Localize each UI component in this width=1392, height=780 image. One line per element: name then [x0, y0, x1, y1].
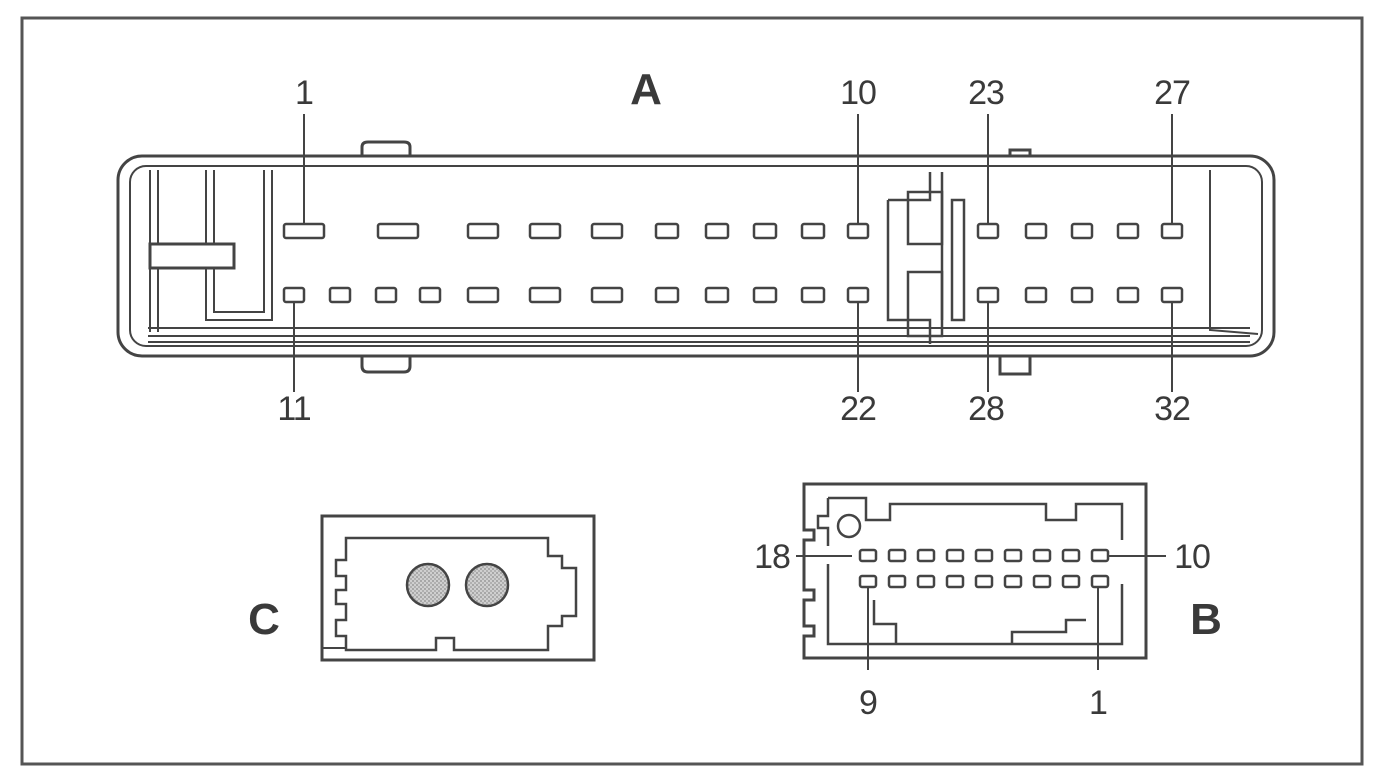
- terminal-b-16: [916, 548, 936, 563]
- terminal-b-4: [1003, 574, 1023, 589]
- terminal-a-27: [1160, 222, 1184, 240]
- terminal-a-3: [466, 222, 500, 240]
- pin-label-b-9: 9: [859, 684, 877, 722]
- pin-label-22: 22: [840, 390, 876, 428]
- terminal-b-3: [1032, 574, 1052, 589]
- connector-b-terminals: [858, 548, 1110, 589]
- terminal-a-11: [282, 286, 306, 304]
- terminal-a-6: [654, 222, 680, 240]
- terminal-a-2: [376, 222, 420, 240]
- pin-label-27: 27: [1154, 74, 1190, 112]
- terminal-a-18: [654, 286, 680, 304]
- connector-a-label: A: [630, 65, 662, 114]
- pin-label-b-1: 1: [1089, 684, 1107, 722]
- connector-c-label: C: [248, 595, 280, 644]
- connector-a: A 1 10 23 27 11 22 28 32: [116, 65, 1276, 428]
- terminal-b-11: [1061, 548, 1081, 563]
- terminal-a-8: [752, 222, 778, 240]
- terminal-c-2: [464, 562, 510, 608]
- terminal-a-1: [282, 222, 326, 240]
- terminal-a-5: [590, 222, 624, 240]
- terminal-a-30: [1070, 286, 1094, 304]
- terminal-a-20: [752, 286, 778, 304]
- terminal-b-2: [1061, 574, 1081, 589]
- terminal-a-19: [704, 286, 730, 304]
- terminal-a-22: [846, 286, 870, 304]
- terminal-b-13: [1003, 548, 1023, 563]
- terminal-c-1: [405, 562, 451, 608]
- terminal-a-16: [528, 286, 562, 304]
- terminal-b-9: [858, 574, 878, 589]
- terminal-a-10: [846, 222, 870, 240]
- terminal-a-7: [704, 222, 730, 240]
- pin-label-11: 11: [277, 390, 310, 428]
- terminal-b-7: [916, 574, 936, 589]
- connector-b-label: B: [1190, 595, 1222, 644]
- terminal-b-12: [1032, 548, 1052, 563]
- terminal-a-28: [976, 286, 1000, 304]
- terminal-b-17: [887, 548, 907, 563]
- terminal-b-8: [887, 574, 907, 589]
- terminal-a-17: [590, 286, 624, 304]
- terminal-a-24: [1024, 222, 1048, 240]
- terminal-b-14: [974, 548, 994, 563]
- terminal-a-4: [528, 222, 562, 240]
- pin-label-b-18: 18: [754, 538, 790, 576]
- terminal-a-25: [1070, 222, 1094, 240]
- pin-label-1: 1: [295, 74, 313, 112]
- terminal-b-15: [945, 548, 965, 563]
- pin-label-23: 23: [968, 74, 1004, 112]
- terminal-a-15: [466, 286, 500, 304]
- connector-a-terminals: [282, 222, 1184, 304]
- pin-label-10: 10: [840, 74, 876, 112]
- terminal-b-5: [974, 574, 994, 589]
- terminal-b-10: [1090, 548, 1110, 563]
- terminal-a-32: [1160, 286, 1184, 304]
- terminal-b-1: [1090, 574, 1110, 589]
- terminal-a-26: [1116, 222, 1140, 240]
- terminal-a-23: [976, 222, 1000, 240]
- connector-b: B 18 10 9 1: [754, 482, 1222, 722]
- terminal-a-12: [328, 286, 352, 304]
- terminal-a-14: [418, 286, 442, 304]
- pin-label-32: 32: [1154, 390, 1190, 428]
- terminal-a-21: [800, 286, 826, 304]
- diagram-frame: [20, 16, 1364, 766]
- connector-c: C: [248, 514, 596, 662]
- pin-label-b-10: 10: [1174, 538, 1210, 576]
- terminal-b-18: [858, 548, 878, 563]
- pin-label-28: 28: [968, 390, 1004, 428]
- terminal-b-6: [945, 574, 965, 589]
- terminal-a-13: [374, 286, 398, 304]
- terminal-a-29: [1024, 286, 1048, 304]
- terminal-a-9: [800, 222, 826, 240]
- terminal-a-31: [1116, 286, 1140, 304]
